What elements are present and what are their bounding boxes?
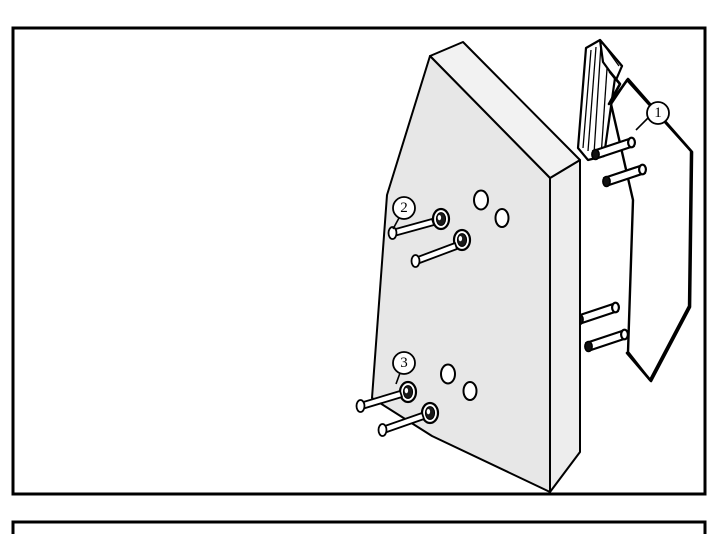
main-illustration-frame [11,26,707,496]
plate-hole-upper-plain-2 [494,208,510,228]
upper-screw-2-head [410,254,421,268]
locating-pin-group-upper [591,136,647,188]
plate-hole-lower-threaded-2 [420,401,440,425]
locating-pin-upper-2-cap [602,175,611,188]
bracket-fold-line-d [600,53,609,158]
callout-3-circle [392,351,416,375]
lower-screw-1-head [355,399,366,413]
plate-hole-upper-threaded-2 [452,228,472,252]
callout-3-leader [395,372,401,385]
locating-pin-lower-2-cap [584,340,593,353]
callout-2-label: 2 [400,200,408,216]
plate-hole-upper-threaded-1 [431,207,451,231]
callout-3-label: 3 [400,355,408,371]
callout-1-leader [635,117,649,131]
lower-screw-2-head [377,423,388,437]
locating-pin-lower-2-tip [619,328,629,341]
plate-hole-upper-plain-1 [473,189,489,211]
upper-screw-group [387,218,458,268]
locating-pin-upper-1-cap [591,148,600,161]
mounting-plate-side-face [549,159,581,493]
retaining-bracket [576,38,694,383]
mounting-plate [371,41,581,493]
bracket-hinge-notch [607,70,622,106]
lower-screw-group [355,390,425,437]
bracket-fold-line-a [582,49,592,149]
callout-1[interactable]: 1 [646,101,670,125]
plate-hole-lower-plain-2 [462,381,478,401]
plate-hole-lower-plain-1 [440,363,456,385]
bracket-fold-line-c [593,43,602,155]
bracket-outer-contour [607,77,694,383]
callout-2-circle [392,196,416,220]
bracket-tab-crease [603,44,620,67]
bracket-fold-line-b [587,46,597,152]
locating-pin-upper-2-tip [637,163,647,176]
callout-2-leader [392,217,400,230]
callout-1-label: 1 [654,105,662,121]
callout-1-circle [646,101,670,125]
locating-pin-upper-1-tip [626,136,636,149]
locating-pin-lower-1-tip [610,301,620,314]
lower-caption-frame [11,520,707,534]
plate-hole-lower-threaded-1 [398,380,418,404]
callout-3[interactable]: 3 [392,351,416,375]
callout-2[interactable]: 2 [392,196,416,220]
upper-screw-1-head [387,226,398,240]
mounting-plate-front-face [371,55,551,493]
locating-pin-group-lower [575,301,629,353]
